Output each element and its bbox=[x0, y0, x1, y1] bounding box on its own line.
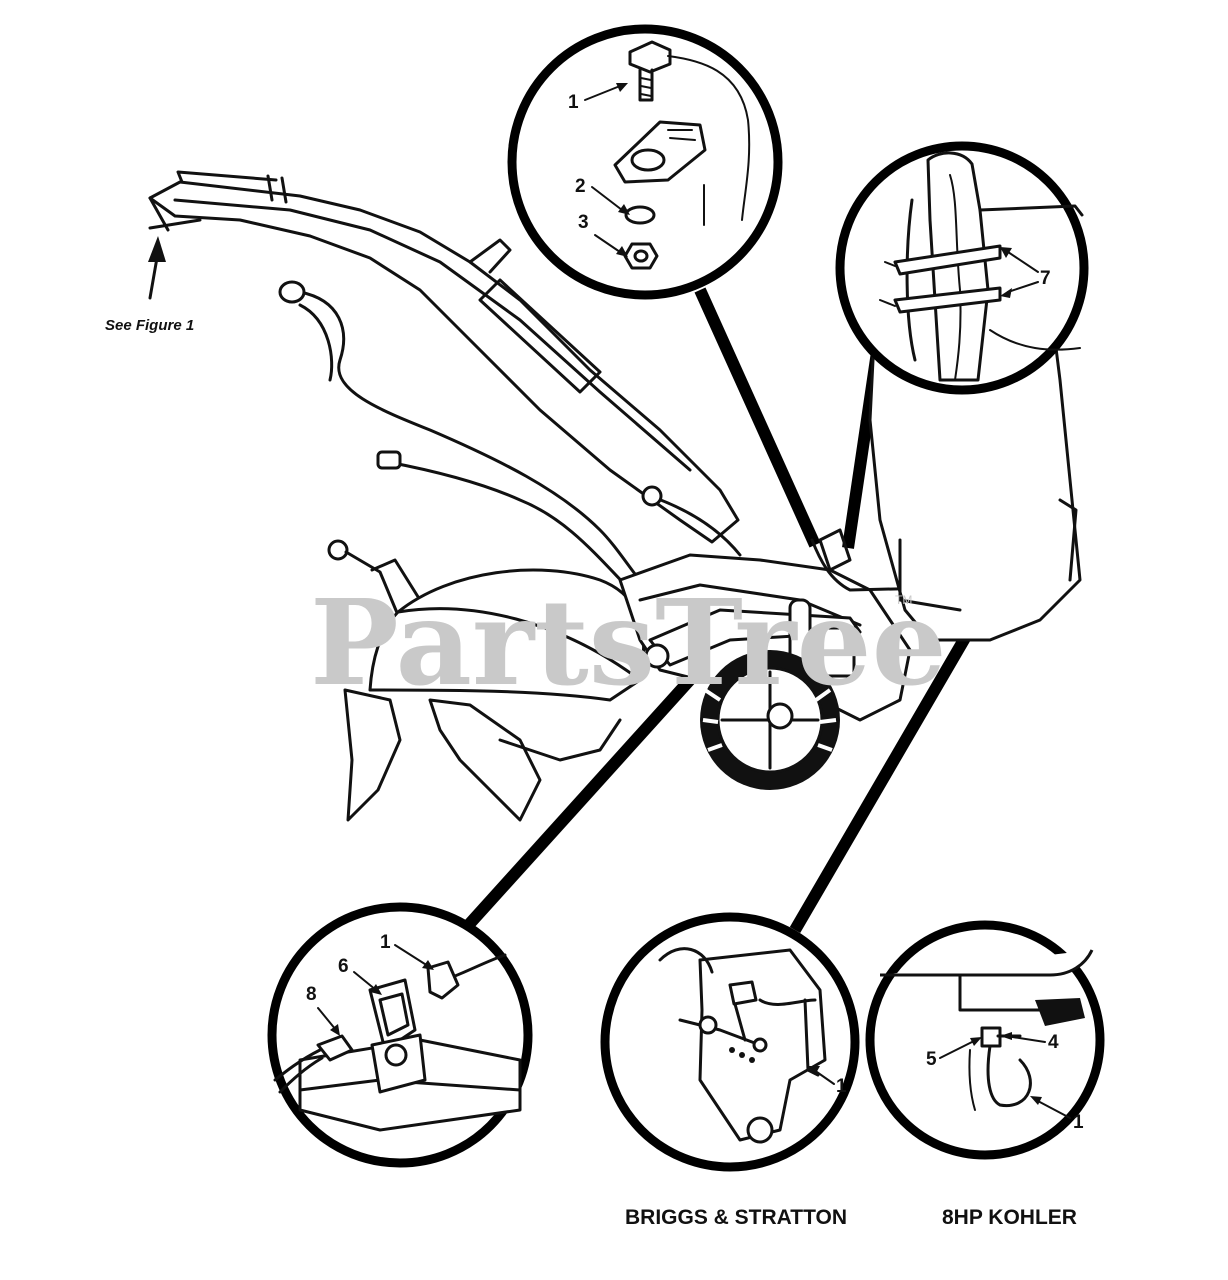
callout-switch-6: 6 bbox=[338, 956, 349, 977]
callout-switch-1: 1 bbox=[380, 932, 391, 953]
callout-ties-7: 7 bbox=[1040, 268, 1051, 289]
caption-briggs-stratton: BRIGGS & STRATTON bbox=[625, 1206, 847, 1229]
caption-8hp-kohler: 8HP KOHLER bbox=[942, 1206, 1077, 1229]
tine-shield bbox=[343, 568, 646, 822]
callout-switch-8: 8 bbox=[306, 984, 317, 1005]
callout-top-3: 3 bbox=[578, 212, 589, 233]
detail-circle-bolt: 1 2 3 bbox=[507, 24, 783, 300]
leader-engine-detail bbox=[789, 591, 996, 934]
callout-kohler-5: 5 bbox=[926, 1049, 937, 1070]
callout-briggs-1: 1 bbox=[836, 1076, 847, 1097]
control-cables bbox=[278, 280, 742, 645]
watermark-tm: TM bbox=[895, 593, 912, 607]
callout-kohler-1: 1 bbox=[1073, 1112, 1084, 1133]
leader-top-detail bbox=[694, 287, 821, 548]
wheel bbox=[700, 650, 840, 790]
callout-top-1: 1 bbox=[568, 92, 579, 113]
detail-circle-kohler: 5 4 1 bbox=[865, 920, 1105, 1160]
detail-circle-briggs: 1 bbox=[600, 912, 860, 1172]
handlebar bbox=[148, 170, 740, 544]
see-figure-label: See Figure 1 bbox=[105, 317, 194, 334]
tiller-illustration: PartsTree TM bbox=[148, 170, 1082, 822]
leader-switch-detail bbox=[450, 625, 740, 945]
callout-top-2: 2 bbox=[575, 176, 586, 197]
see-figure-note: See Figure 1 bbox=[105, 236, 194, 334]
callout-kohler-4: 4 bbox=[1048, 1032, 1059, 1053]
detail-circle-ties: 7 bbox=[835, 141, 1089, 395]
detail-circle-switch: 1 6 8 bbox=[267, 902, 533, 1168]
watermark-text: PartsTree bbox=[310, 573, 947, 712]
